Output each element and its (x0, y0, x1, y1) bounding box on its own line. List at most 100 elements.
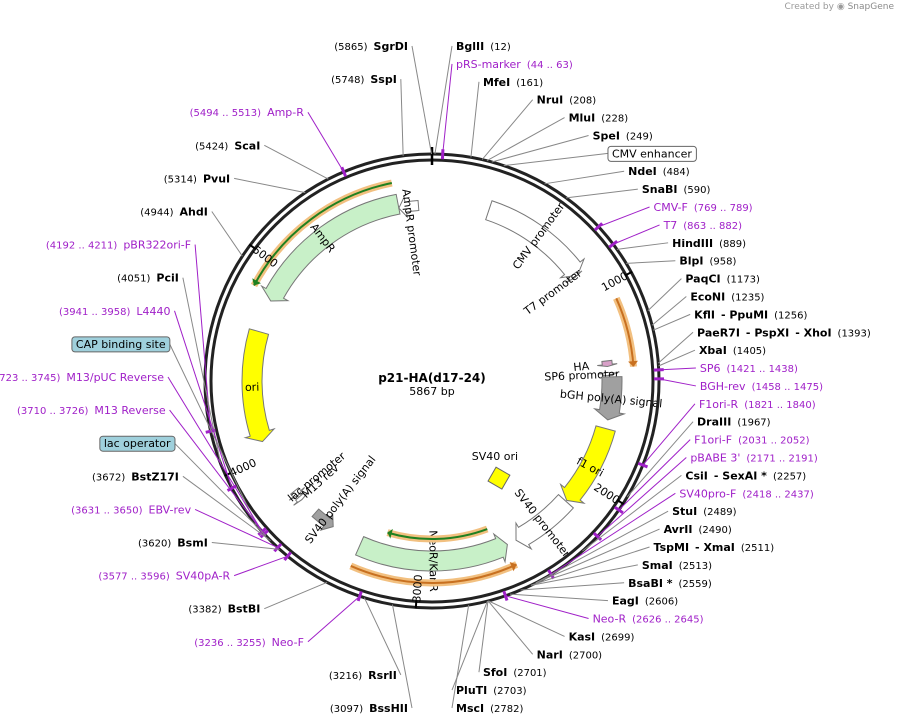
site-label[interactable]: Neo-R(2626 .. 2645) (593, 613, 704, 626)
feature-f1-ori[interactable] (559, 425, 616, 504)
leader-line (658, 378, 696, 387)
site-label-primer: Amp-R (267, 106, 304, 119)
feature-lac-promoter[interactable] (288, 487, 305, 501)
site-label[interactable]: pBABE 3'(2171 .. 2191) (690, 452, 818, 465)
site-label[interactable]: BglII(12) (456, 40, 511, 53)
feature-sv40-poly-a-signal[interactable] (311, 508, 334, 531)
feature-ampr-promoter[interactable] (398, 195, 420, 219)
feature-ori[interactable] (241, 328, 276, 443)
feature-ha[interactable] (597, 359, 618, 368)
site-label-pos: (590) (683, 185, 710, 196)
site-label[interactable]: (4944)AhdI (140, 206, 208, 219)
site-label[interactable]: (3236 .. 3255)Neo-F (194, 636, 304, 649)
site-label-site: PluTI (456, 684, 487, 697)
site-label[interactable]: CsiI- SexAI *(2257) (685, 469, 806, 482)
site-label[interactable]: BGH-rev(1458 .. 1475) (700, 380, 823, 393)
feature-sv40-ori[interactable] (487, 466, 511, 490)
site-label[interactable]: (3097)BssHII (330, 702, 408, 715)
orf-arc (350, 563, 518, 584)
site-label[interactable]: PluTI(2703) (456, 684, 527, 697)
site-label[interactable]: (3382)BstBI (188, 603, 260, 616)
site-label[interactable]: MscI(2782) (456, 702, 523, 715)
leader-line (167, 376, 263, 532)
site-label-site: NdeI (628, 165, 657, 178)
site-label[interactable]: EcoNI(1235) (690, 290, 764, 303)
site-label[interactable]: DraIII(1967) (697, 416, 771, 429)
site-label-site: SmaI (642, 559, 673, 572)
site-label[interactable]: CMV-F(769 .. 789) (654, 201, 753, 214)
site-label[interactable]: (3710 .. 3726)M13 Reverse (17, 404, 166, 417)
feature-sv40-promoter[interactable] (515, 493, 575, 551)
site-label[interactable]: F1ori-R(1821 .. 1840) (699, 398, 816, 411)
site-label[interactable]: (5748)SspI (331, 73, 397, 86)
site-label[interactable]: SfoI(2701) (483, 666, 547, 679)
site-label[interactable]: SmaI(2513) (642, 559, 712, 572)
site-label[interactable]: CMV enhancer (612, 147, 692, 160)
leader-line (169, 343, 257, 525)
site-label[interactable]: (5865)SgrDI (334, 40, 408, 53)
site-label[interactable]: SP6(1421 .. 1438) (700, 362, 798, 375)
site-label[interactable]: NruI(208) (537, 94, 597, 107)
site-label[interactable]: (3577 .. 3596)SV40pA-R (98, 570, 230, 583)
site-label-pos: (3620) (138, 539, 171, 550)
site-label[interactable]: XbaI(1405) (699, 344, 766, 357)
feature-ampr[interactable] (260, 193, 401, 302)
primer-mark (502, 590, 509, 602)
site-label-site: NarI (537, 648, 563, 661)
site-label[interactable]: BsaBI *(2559) (628, 577, 712, 590)
feature-neor-kanr[interactable] (354, 532, 508, 572)
site-label[interactable]: (4051)PciI (117, 272, 179, 285)
feature-sp6-promoter[interactable] (597, 371, 618, 377)
site-label-primer-pos: (3941 .. 3958) (59, 307, 131, 318)
site-label[interactable]: StuI(2489) (672, 505, 736, 518)
site-label[interactable]: BlpI(958) (679, 255, 736, 268)
site-label[interactable]: TspMI- XmaI(2511) (654, 541, 775, 554)
orf-arc (387, 528, 488, 540)
site-label[interactable]: SpeI(249) (593, 129, 653, 142)
site-label[interactable]: (3620)BsmI (138, 537, 208, 550)
site-label[interactable]: SV40pro-F(2418 .. 2437) (679, 487, 814, 500)
feature-t7-promoter[interactable] (565, 270, 583, 284)
site-label[interactable]: lac operator (104, 437, 171, 450)
site-box (99, 435, 176, 452)
leader-line (391, 604, 413, 709)
site-label[interactable]: MluI(228) (569, 112, 629, 125)
site-label[interactable]: HindIII(889) (672, 237, 746, 250)
site-label[interactable]: EagI(2606) (612, 595, 678, 608)
site-label[interactable]: SnaBI(590) (642, 183, 711, 196)
site-label-site: BstZ17I (131, 470, 179, 483)
site-label[interactable]: (3631 .. 3650)EBV-rev (71, 503, 191, 516)
site-label[interactable]: pRS-marker(44 .. 63) (456, 58, 573, 71)
site-label[interactable]: (5314)PvuI (164, 172, 230, 185)
site-label-pos: (2559) (679, 579, 712, 590)
site-label[interactable]: KasI(2699) (569, 630, 635, 643)
leader-line (566, 188, 638, 199)
leader-line (616, 242, 669, 250)
site-label[interactable]: (4192 .. 4211)pBR322ori-F (46, 239, 191, 252)
site-label[interactable]: (3672)BstZ17I (92, 470, 179, 483)
feature-m13-rev[interactable] (293, 491, 309, 506)
site-label[interactable]: (3941 .. 3958)L4440 (59, 305, 171, 318)
orf-halo (613, 296, 637, 367)
feature-bgh-poly-a-signal[interactable] (592, 376, 627, 421)
site-label[interactable]: (3723 .. 3745)M13/pUC Reverse (0, 371, 164, 384)
leader-line (174, 442, 267, 537)
site-label[interactable]: (5494 .. 5513)Amp-R (190, 106, 305, 119)
site-label-primer-pos: (2031 .. 2052) (738, 436, 810, 447)
leader-line (598, 206, 650, 228)
site-label[interactable]: NdeI(484) (628, 165, 690, 178)
site-label[interactable]: MfeI(161) (483, 76, 543, 89)
site-label[interactable]: AvrII(2490) (664, 523, 732, 536)
site-label[interactable]: T7(863 .. 882) (663, 219, 743, 232)
site-label[interactable]: F1ori-F(2031 .. 2052) (694, 434, 809, 447)
site-label[interactable]: (5424)ScaI (195, 139, 260, 152)
site-label[interactable]: PaeR7I- PspXI- XhoI(1393) (697, 326, 871, 339)
site-label[interactable]: CAP binding site (76, 338, 166, 351)
site-label[interactable]: (3216)RsrII (329, 669, 397, 682)
site-label[interactable]: NarI(2700) (537, 648, 603, 661)
site-label[interactable]: PaqCI(1173) (685, 273, 760, 286)
site-label-site: - PpuMI (721, 308, 768, 321)
site-label-site: NruI (537, 94, 564, 107)
site-label-primer: SV40pro-F (679, 487, 736, 500)
site-label[interactable]: KflI- PpuMI(1256) (694, 308, 807, 321)
